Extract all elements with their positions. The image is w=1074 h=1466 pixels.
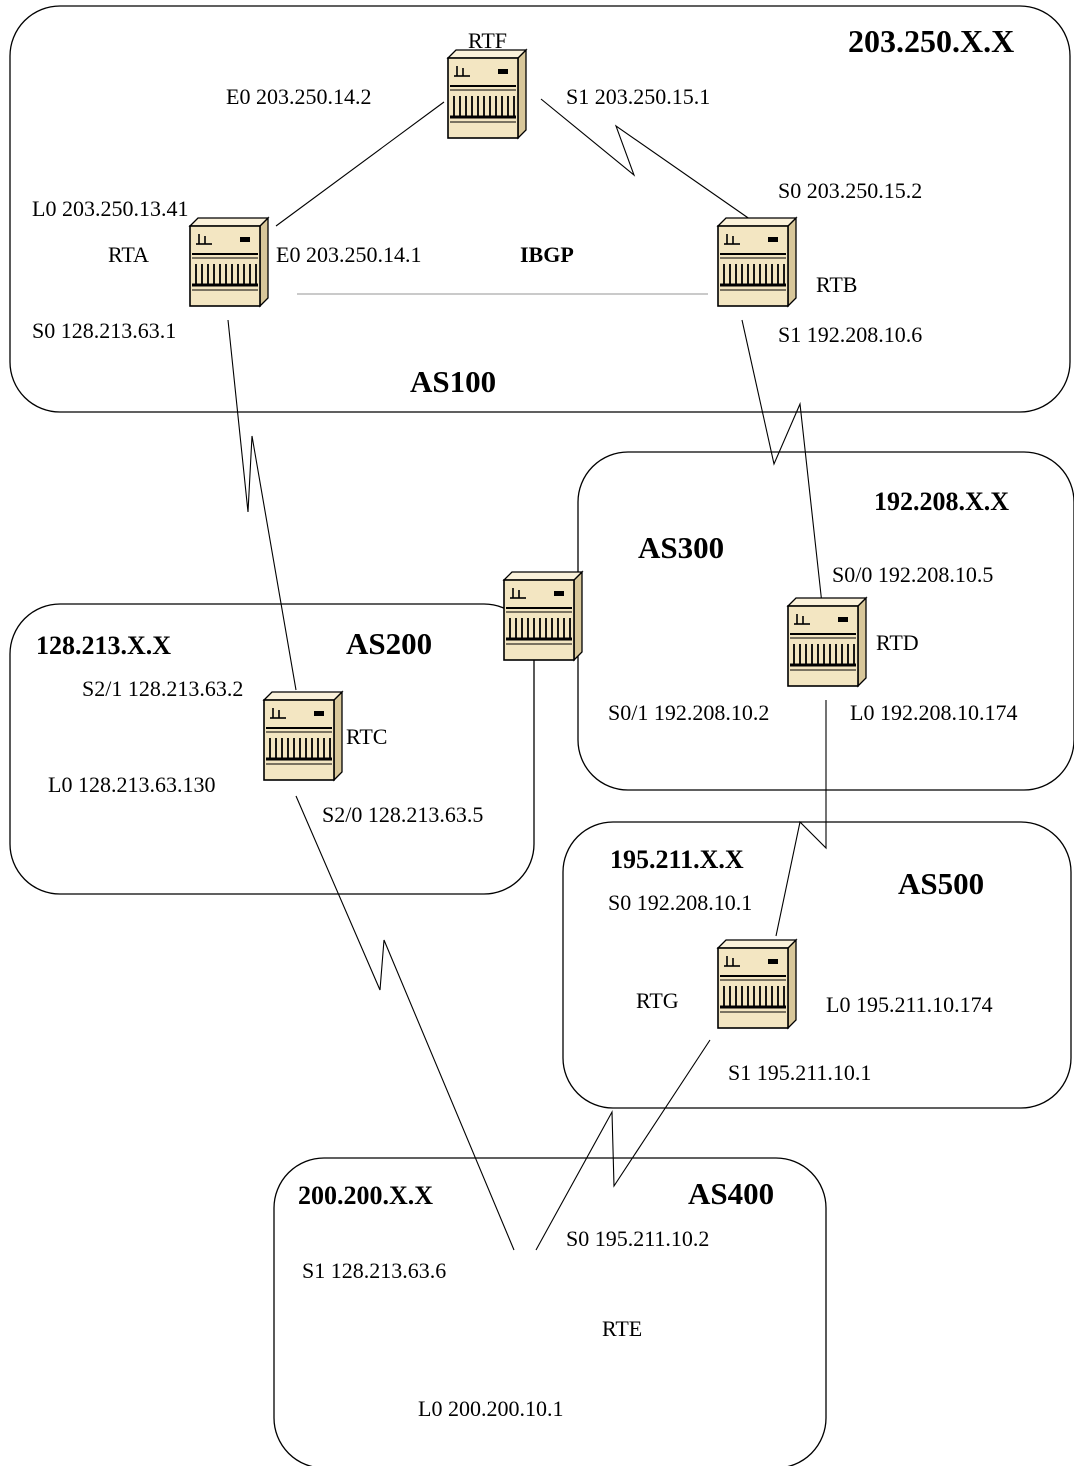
as200-network-label: 128.213.X.X xyxy=(36,631,171,660)
as400-boundary xyxy=(273,1157,827,1466)
as200-boundary xyxy=(9,603,535,895)
rtb-s0-label: S0 203.250.15.2 xyxy=(778,178,922,203)
rtc-l0-label: L0 128.213.63.130 xyxy=(48,772,215,797)
rtg-l0-label: L0 195.211.10.174 xyxy=(826,992,993,1017)
rte-l0-label: L0 200.200.10.1 xyxy=(418,1396,563,1421)
serial-link-rtb-rtd xyxy=(741,319,823,605)
rte-s1-label: S1 128.213.63.6 xyxy=(302,1258,446,1283)
rtc-s21-label: S2/1 128.213.63.2 xyxy=(82,676,243,701)
router-icon-rte xyxy=(502,570,584,662)
rtg-s0-label: S0 192.208.10.1 xyxy=(608,890,752,915)
router-icon-rtd xyxy=(786,596,868,688)
router-label-rtb: RTB xyxy=(816,272,857,297)
rta-l0-label: L0 203.250.13.41 xyxy=(32,196,188,221)
as500-network-label: 195.211.X.X xyxy=(610,845,744,874)
as400-name: AS400 xyxy=(688,1176,774,1211)
router-label-rtf: RTF xyxy=(468,28,507,53)
ibgp-label: IBGP xyxy=(520,242,574,267)
as300-network-label: 192.208.X.X xyxy=(874,487,1009,516)
as100-name: AS100 xyxy=(410,364,496,399)
as500-name: AS500 xyxy=(898,866,984,901)
router-label-rtg: RTG xyxy=(636,988,679,1013)
router-icon-rta xyxy=(188,216,270,308)
router-icon-rtg xyxy=(716,938,798,1030)
router-icon-rtb xyxy=(716,216,798,308)
router-icon-rtf xyxy=(446,48,528,140)
as400-network-label: 200.200.X.X xyxy=(298,1181,433,1210)
rtf-e0-label: E0 203.250.14.2 xyxy=(226,84,371,109)
router-label-rte: RTE xyxy=(602,1316,642,1341)
router-label-rtc: RTC xyxy=(346,724,387,749)
as100-network-label: 203.250.X.X xyxy=(848,23,1014,59)
link-rta-rtf xyxy=(275,101,445,227)
router-icon-rtc xyxy=(262,690,344,782)
serial-link-rtc-rte xyxy=(295,795,515,1251)
as500-boundary xyxy=(562,821,1072,1109)
serial-link-rtf-rtb xyxy=(540,98,755,223)
serial-link-rta-rtc xyxy=(227,319,297,691)
rtd-s00-label: S0/0 192.208.10.5 xyxy=(832,562,993,587)
serial-link-rtd-rtg xyxy=(775,700,827,937)
rtb-s1-label: S1 192.208.10.6 xyxy=(778,322,922,347)
router-label-rta: RTA xyxy=(108,242,149,267)
router-label-rtd: RTD xyxy=(876,630,919,655)
as200-name: AS200 xyxy=(346,626,432,661)
rtf-s1-label: S1 203.250.15.1 xyxy=(566,84,710,109)
rta-s0-label: S0 128.213.63.1 xyxy=(32,318,176,343)
rtd-l0-label: L0 192.208.10.174 xyxy=(850,700,1017,725)
rtc-s20-label: S2/0 128.213.63.5 xyxy=(322,802,483,827)
as300-name: AS300 xyxy=(638,530,724,565)
as100-boundary xyxy=(9,5,1071,413)
rtd-s01-label: S0/1 192.208.10.2 xyxy=(608,700,769,725)
rtg-s1-label: S1 195.211.10.1 xyxy=(728,1060,871,1085)
serial-link-rtg-rte xyxy=(535,1039,711,1251)
rta-e0-label: E0 203.250.14.1 xyxy=(276,242,421,267)
rte-s0-label: S0 195.211.10.2 xyxy=(566,1226,709,1251)
